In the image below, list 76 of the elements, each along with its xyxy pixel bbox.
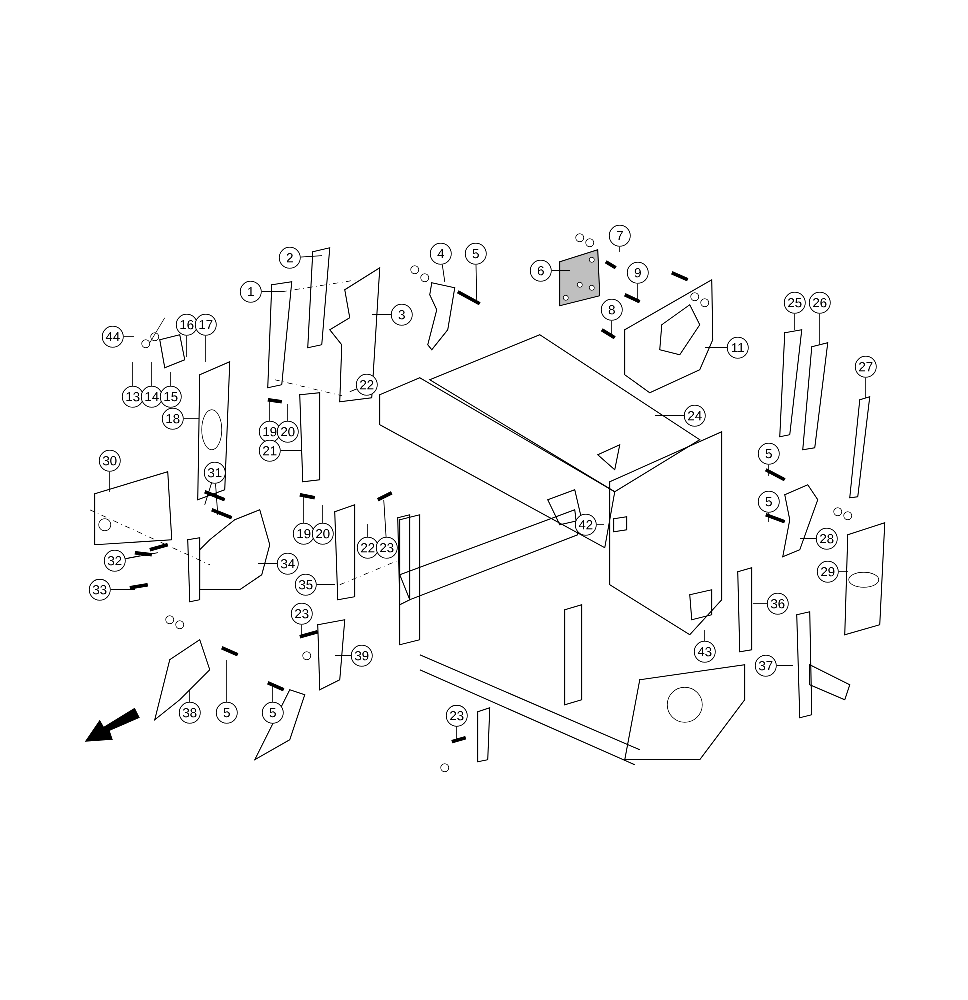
leader-line xyxy=(184,418,200,420)
leader-line xyxy=(372,314,392,316)
leader-line xyxy=(704,630,706,642)
callout-number: 42 xyxy=(575,514,597,536)
callout-number: 35 xyxy=(295,574,317,596)
callout-number: 30 xyxy=(99,450,121,472)
callout-number: 26 xyxy=(809,292,831,314)
callout-number: 17 xyxy=(195,314,217,336)
callout-number: 3 xyxy=(391,304,413,326)
leader-line xyxy=(442,264,446,282)
callout-number: 37 xyxy=(755,655,777,677)
callout-number: 20 xyxy=(312,523,334,545)
leader-line xyxy=(800,538,816,540)
leader-line xyxy=(384,500,387,538)
callout-number: 33 xyxy=(89,579,111,601)
callout-number: 25 xyxy=(784,292,806,314)
callout-number: 28 xyxy=(816,528,838,550)
callout-number: 5 xyxy=(262,702,284,724)
callout-number: 38 xyxy=(179,702,201,724)
leader-line xyxy=(768,464,770,476)
callout-number: 21 xyxy=(259,440,281,462)
callout-number: 5 xyxy=(465,243,487,265)
callout-number: 4 xyxy=(430,243,452,265)
leader-line xyxy=(768,512,770,522)
callout-number: 31 xyxy=(204,462,226,484)
leader-line xyxy=(476,264,478,300)
leader-line xyxy=(552,270,570,272)
leader-line xyxy=(316,584,336,586)
leader-line xyxy=(596,524,604,526)
callout-number: 22 xyxy=(357,537,379,559)
leader-line xyxy=(186,336,188,358)
leader-line xyxy=(215,483,218,516)
leader-line xyxy=(456,726,458,740)
callout-number: 24 xyxy=(684,405,706,427)
leader-line xyxy=(226,660,228,702)
leader-line xyxy=(350,388,358,392)
callout-number: 34 xyxy=(277,553,299,575)
callout-number: 22 xyxy=(356,374,378,396)
callout-number: 11 xyxy=(727,337,749,359)
callout-number: 20 xyxy=(277,421,299,443)
leader-line xyxy=(125,556,140,560)
leader-line xyxy=(280,450,302,452)
leader-line xyxy=(204,483,212,506)
leader-line xyxy=(300,256,322,258)
leader-line xyxy=(125,552,158,560)
callout-number: 15 xyxy=(160,386,182,408)
callout-number: 36 xyxy=(767,593,789,615)
leader-line xyxy=(322,504,324,524)
callout-number: 29 xyxy=(817,561,839,583)
callout-number: 23 xyxy=(446,705,468,727)
leader-line xyxy=(132,362,134,386)
leader-line xyxy=(272,684,274,702)
callout-number: 5 xyxy=(758,491,780,513)
callout-number: 8 xyxy=(601,299,623,321)
callout-number: 32 xyxy=(104,550,126,572)
callout-number: 43 xyxy=(694,641,716,663)
leader-line xyxy=(124,336,134,338)
callout-number: 6 xyxy=(530,260,552,282)
callout-number: 14 xyxy=(141,386,163,408)
callout-number: 5 xyxy=(758,443,780,465)
callout-number: 27 xyxy=(855,356,877,378)
callout-number: 19 xyxy=(293,523,315,545)
callout-number: 1 xyxy=(240,281,262,303)
leader-line xyxy=(170,372,172,386)
callout-number: 9 xyxy=(627,262,649,284)
callout-number: 44 xyxy=(102,326,124,348)
callout-number: 16 xyxy=(176,314,198,336)
callout-number: 7 xyxy=(609,225,631,247)
callout-number: 18 xyxy=(162,408,184,430)
callout-number: 23 xyxy=(376,537,398,559)
callout-number: 23 xyxy=(291,603,313,625)
callout-number: 5 xyxy=(216,702,238,724)
leader-line xyxy=(794,314,796,330)
callout-number: 13 xyxy=(122,386,144,408)
callout-number: 39 xyxy=(351,645,373,667)
callout-number: 2 xyxy=(279,247,301,269)
